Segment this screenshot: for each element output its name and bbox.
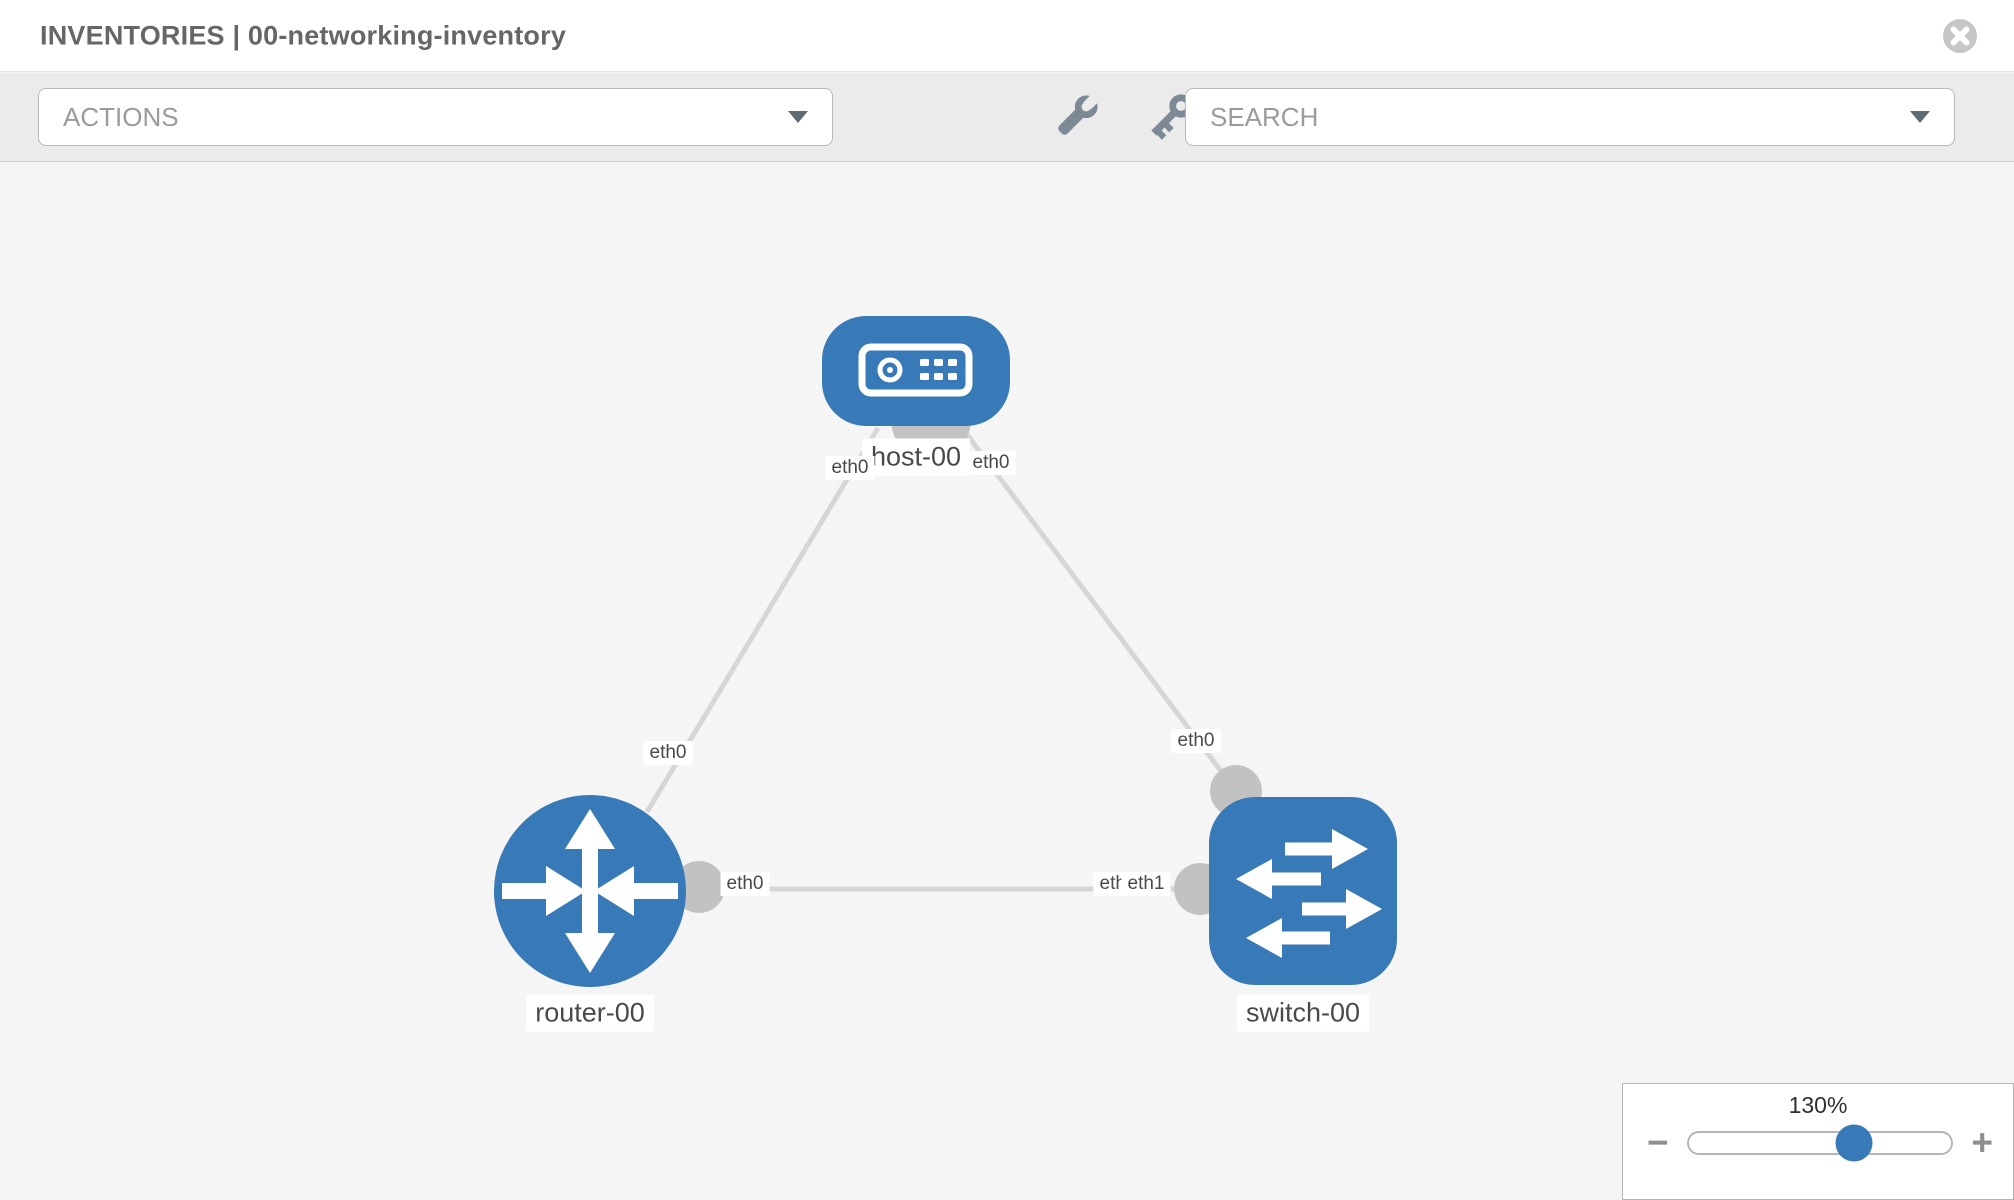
- header: INVENTORIES | 00-networking-inventory: [0, 0, 2014, 72]
- chevron-down-icon: [788, 111, 808, 123]
- interface-label-switch-eth1: eth1: [1121, 872, 1171, 896]
- zoom-level-value: 130%: [1788, 1092, 1848, 1118]
- close-icon: [1943, 19, 1977, 53]
- interface-label-host-eth0-right: eth0: [966, 451, 1016, 475]
- node-host-00[interactable]: [822, 316, 1010, 426]
- node-label-host[interactable]: host-00: [861, 438, 971, 476]
- host-icon: [858, 343, 973, 397]
- interface-label-router-eth0-top: eth0: [643, 741, 693, 765]
- zoom-slider-handle[interactable]: [1835, 1124, 1873, 1162]
- search-dropdown-label: SEARCH: [1210, 101, 1319, 132]
- node-router-00[interactable]: [494, 795, 686, 987]
- switch-icon: [1236, 829, 1382, 958]
- router-icon: [502, 809, 678, 973]
- zoom-slider[interactable]: [1686, 1124, 1954, 1162]
- chevron-down-icon: [1910, 111, 1930, 123]
- node-switch-00[interactable]: [1209, 797, 1397, 985]
- actions-dropdown-label: ACTIONS: [63, 101, 179, 132]
- zoom-control-panel: 130% − +: [1622, 1083, 2014, 1200]
- node-label-switch[interactable]: switch-00: [1236, 994, 1370, 1032]
- page-title: INVENTORIES | 00-networking-inventory: [40, 20, 567, 50]
- port-router-eth0: [673, 861, 725, 913]
- toolbar-icons: [1038, 88, 1208, 146]
- actions-dropdown[interactable]: ACTIONS: [38, 88, 833, 146]
- close-button[interactable]: [1940, 16, 1980, 56]
- interface-label-switch-eth0-top: eth0: [1171, 729, 1221, 753]
- node-label-router[interactable]: router-00: [526, 994, 654, 1032]
- zoom-out-button[interactable]: −: [1647, 1122, 1669, 1163]
- interface-label-router-eth0-mid: eth0: [720, 872, 770, 896]
- interface-label-host-eth0-left: eth0: [825, 456, 875, 480]
- topology-links: [644, 426, 1238, 892]
- zoom-in-button[interactable]: +: [1971, 1122, 1993, 1163]
- toolbar: ACTIONS SEARC: [0, 73, 2014, 162]
- search-dropdown[interactable]: SEARCH: [1185, 88, 1955, 146]
- wrench-icon[interactable]: [1047, 88, 1105, 146]
